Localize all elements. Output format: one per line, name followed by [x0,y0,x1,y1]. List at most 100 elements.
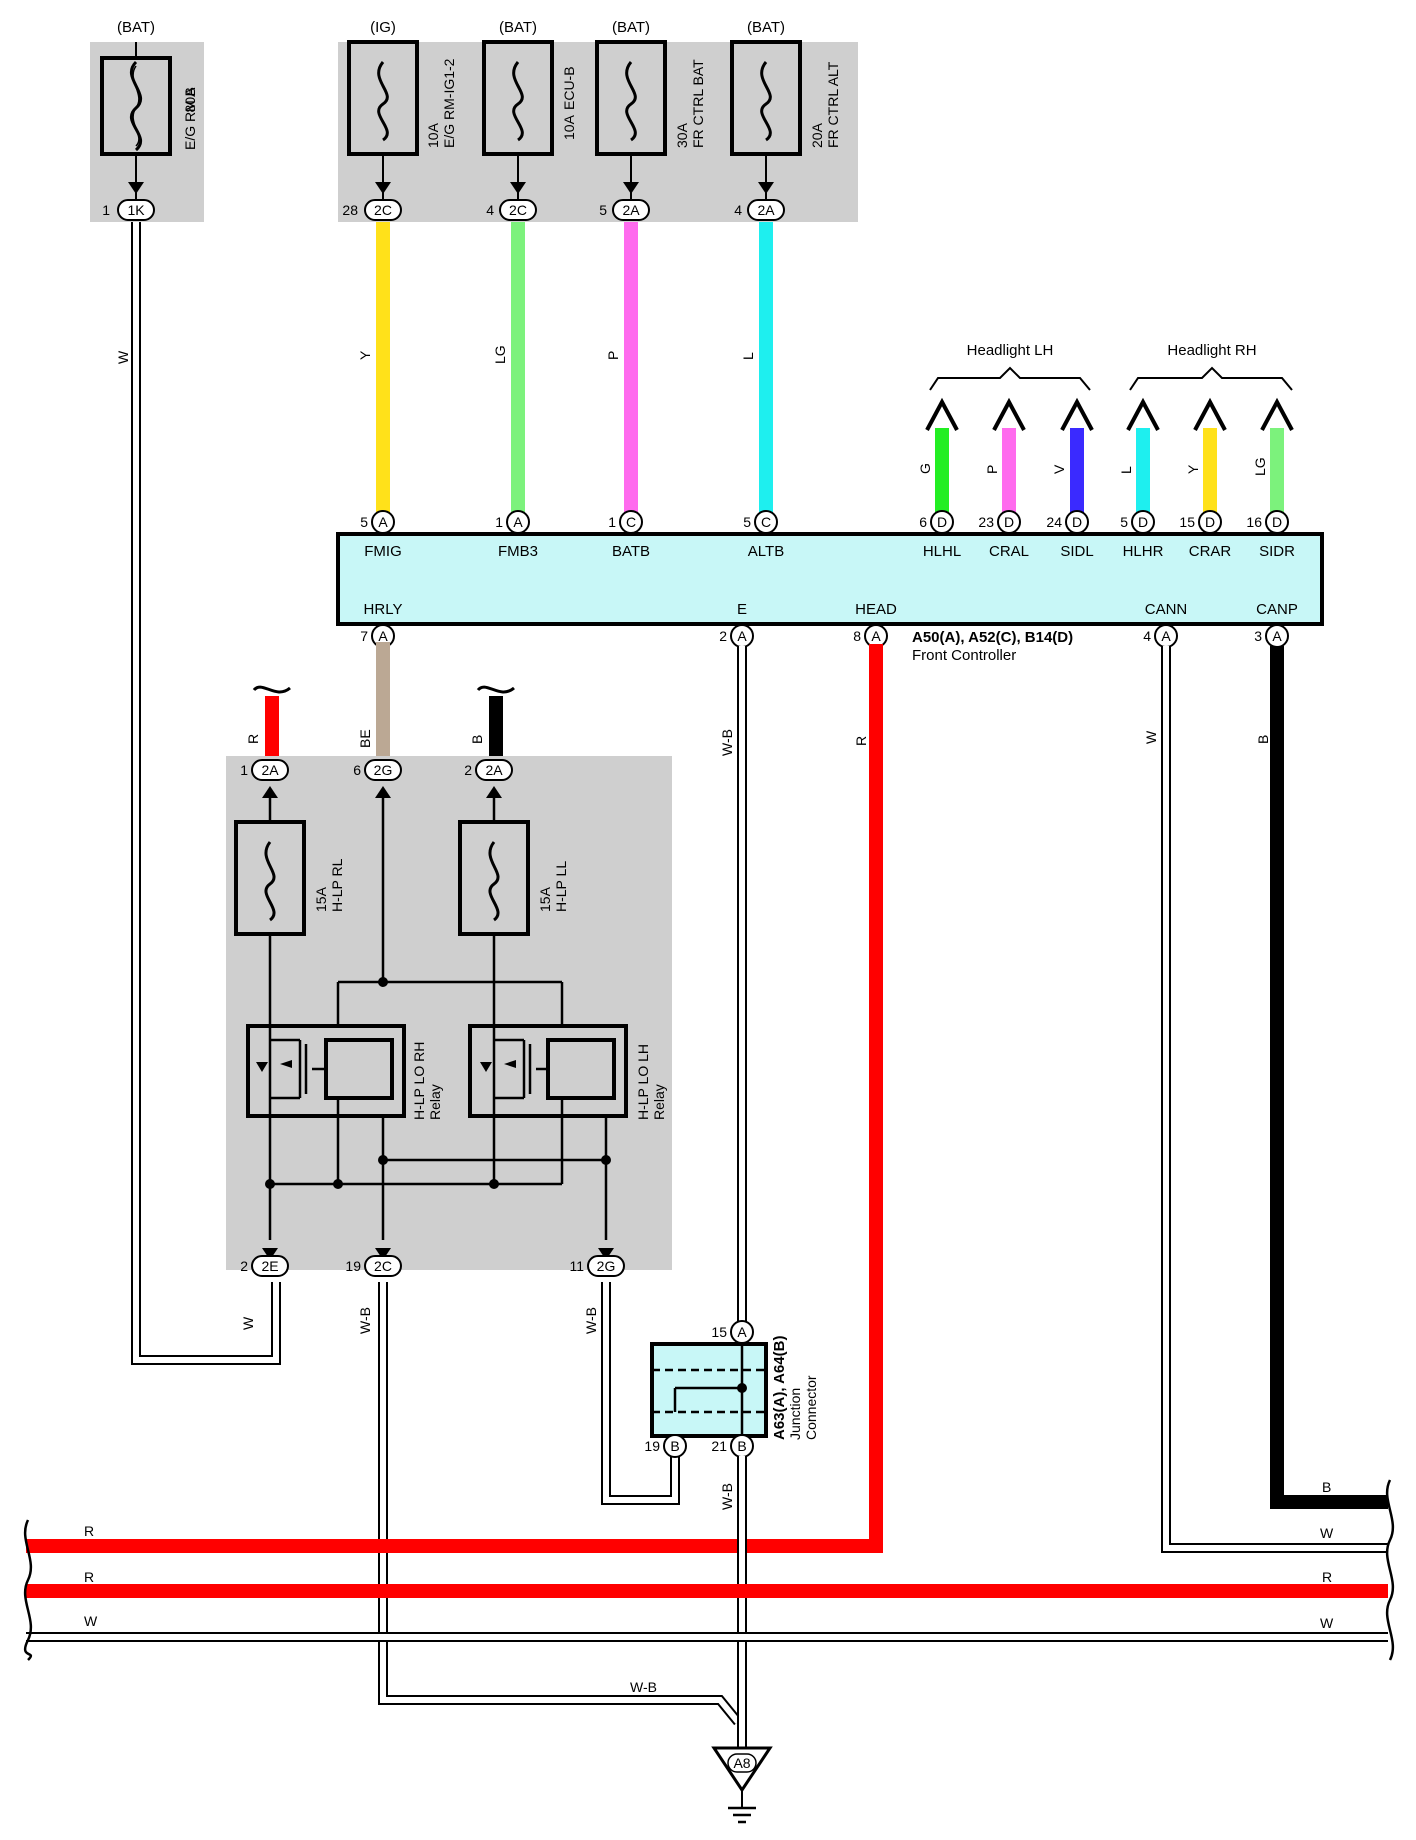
controller-top-pin-fmb3-conn: A [513,514,523,530]
relay-top-pin-1-conn: 2G [374,762,393,778]
controller-top-pin-sidl: D24 [1046,510,1089,534]
headlight-rh-label: Headlight RH [1167,342,1256,359]
hl-wire-y: Y [1185,464,1201,474]
controller-pin-label-hlhl: HLHL [923,543,961,560]
relay-bottom-pin-1-number: 19 [345,1258,361,1274]
controller-top-pin-fmig-conn: A [378,514,388,530]
controller-top-pin-cral-conn: D [1004,514,1014,530]
ground-id-badge [727,1753,757,1773]
relay-top-pin-0-number: 1 [240,762,248,778]
headlight-lh-label: Headlight LH [967,342,1054,359]
relay1-sub: Relay [427,1084,443,1120]
wire-label-wb-e: W-B [719,729,735,756]
controller-bottom-pin-canp-number: 3 [1254,628,1262,644]
controller-pin-label-hrly: HRLY [364,601,403,618]
relay-bottom-pin-0: 2E2 [240,1248,289,1277]
fuse4-source: (BAT) [612,19,650,36]
wire-p [624,222,638,522]
controller-top-pin-sidr: D16 [1246,510,1289,534]
junction-code: A63(A), A64(B) [771,1336,788,1440]
junction-dot [737,1383,747,1393]
controller-top-pins: A5FMIGA1FMB3C1BATBC5ALTBD6HLHLD23CRALD24… [360,510,1295,560]
controller-top-pin-fmb3-number: 1 [495,514,503,530]
relay-top-pin-1: 2G 6 [353,759,402,781]
controller-pin-label-canp: CANP [1256,601,1298,618]
hl-wire-lg: LG [1252,457,1268,476]
hl-wire-p: P [984,465,1000,474]
wire-b-top [489,696,503,756]
relay-top-pin-2: 2A 2 [464,759,513,781]
relay-bottom-pin-0-conn: 2E [261,1258,278,1274]
bracket-lh [929,366,1091,391]
relay-junction-dots [256,977,611,1189]
wire-label-b-canp: B [1255,735,1271,744]
bus-left-label-w: W [84,1613,98,1629]
fuse2-conn: 2C [374,202,392,218]
fuse2-pin: 28 [342,202,358,218]
controller-bottom-pin-hrly-conn: A [378,628,388,644]
wire-label-p: P [605,351,621,360]
bus-right-label-w2: W [1320,1615,1334,1631]
controller-top-pin-crar-number: 15 [1179,514,1195,530]
fuse3-name: ECU-B [561,66,577,110]
fuse2-name: E/G RM-IG1-2 [441,58,457,148]
bus-break-left [23,1519,33,1661]
controller-top-pin-batb-conn: C [626,514,636,530]
fuse4-pin: 5 [599,202,607,218]
relay-top-wire-be: BE [357,729,373,748]
fuse5-conn: 2A [757,202,775,218]
wire-label-wb-11: W-B [583,1307,599,1334]
controller-code: A50(A), A52(C), B14(D) [912,629,1073,646]
controller-top-pin-crar: D15 [1179,510,1222,534]
fuse1-source: (BAT) [117,19,155,36]
wire-label-w-cann: W [1143,730,1159,744]
fuse-10a-ecu-b [482,40,554,200]
junction-bottom-pin-19: B19 [644,1434,687,1458]
controller-pin-label-head: HEAD [855,601,897,618]
controller-pin-label-cann: CANN [1145,601,1188,618]
fuse3-rating: 10A [561,114,577,140]
controller-bottom-pin-cann-number: 4 [1143,628,1151,644]
controller-bottom-pin-hrly-number: 7 [360,628,368,644]
wire-b-canp [1270,646,1388,1509]
controller-bottom-pin-e-number: 2 [719,628,727,644]
bus-break-right [1385,1479,1395,1661]
controller-pin-label-fmig: FMIG [364,543,402,560]
relay-top-pin-2-number: 2 [464,762,472,778]
hl-wire-l: L [1118,466,1134,474]
controller-top-pin-fmb3: A1 [495,510,530,534]
fuse4-name: FR CTRL BAT [690,59,706,148]
controller-top-pin-cral-number: 23 [978,514,994,530]
relay-top-pin-0-conn: 2A [261,762,279,778]
controller-bottom-pin-e-conn: A [737,628,747,644]
bus-right-label-r: R [1322,1569,1332,1585]
wire-lg [511,222,525,522]
controller-bottom-pin-head-number: 8 [853,628,861,644]
controller-top-pin-sidr-conn: D [1272,514,1282,530]
relay-fuse1-rating: 15A [313,886,329,912]
fuse5-pin: 4 [734,202,742,218]
controller-bottom-pin-e: A2 [719,624,754,648]
controller-pin-label-crar: CRAR [1189,543,1232,560]
hl-wire-g: G [917,463,933,474]
fuse1-pin: 1 [102,202,110,218]
wire-label-w-2e: W [240,1316,256,1330]
wire-l [759,222,773,522]
controller-top-pin-cral: D 23 [978,510,1021,534]
fuse-panel-left [90,42,204,222]
junction-top-pin-number: 15 [711,1324,727,1340]
wire-label-lg: LG [492,345,508,364]
relay-top-pin-2-conn: 2A [485,762,503,778]
fuse2-source: (IG) [370,19,396,36]
relay-top-wire-b: B [469,735,485,744]
controller-bottom-pin-cann: A4 [1143,624,1178,648]
hl-wire-v: V [1051,464,1067,474]
relay-top-pin-1-number: 6 [353,762,361,778]
wire-label-y: Y [357,350,373,360]
bracket-rh [1129,366,1293,391]
junction-top-pin-conn: A [737,1324,747,1340]
fuse-30a-fr-ctrl-bat [595,40,667,200]
controller-pin-label-fmb3: FMB3 [498,543,538,560]
